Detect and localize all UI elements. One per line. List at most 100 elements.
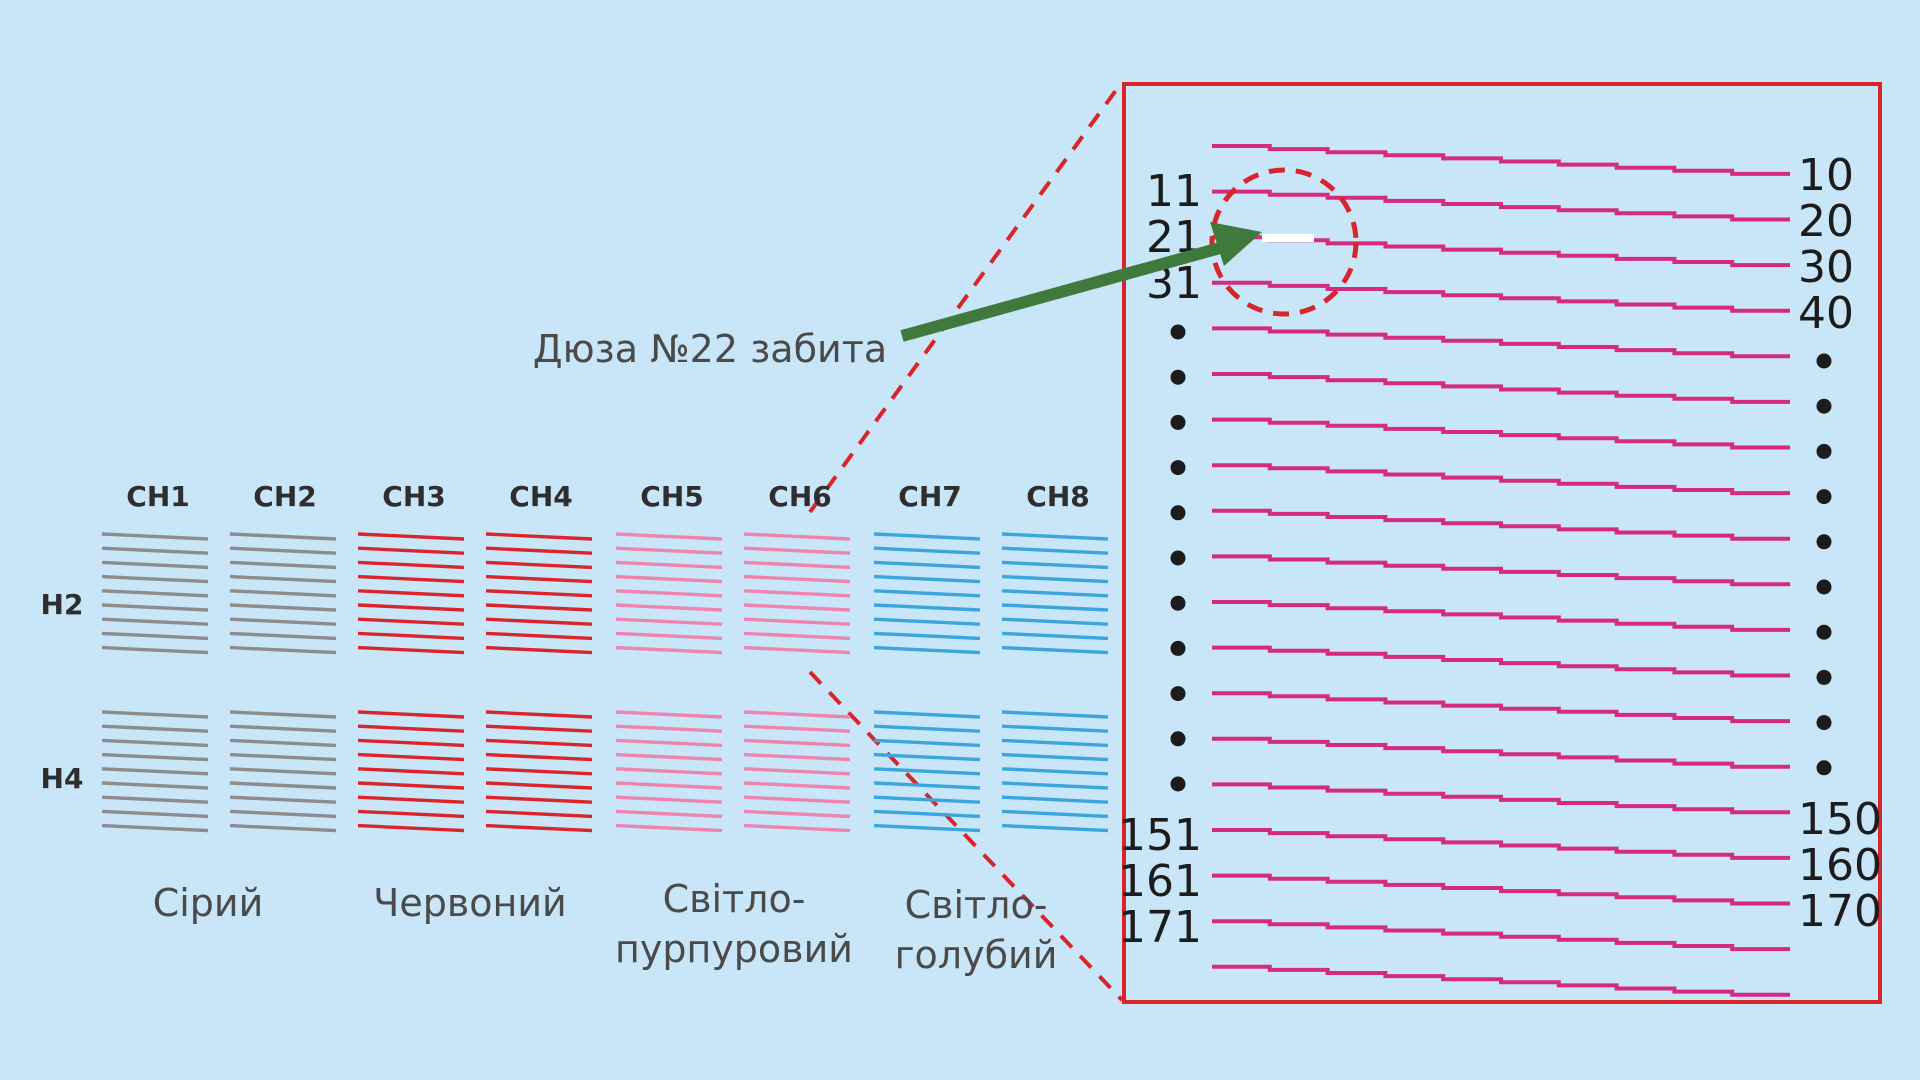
nozzle-line [357, 795, 465, 804]
nozzle-line [873, 603, 981, 612]
nozzle-line [485, 724, 593, 733]
ellipsis-dot [1816, 534, 1832, 550]
zoomed-nozzle-line [1212, 919, 1790, 952]
nozzle-line [615, 767, 723, 776]
nozzle-line [101, 724, 209, 733]
nozzle-line [229, 781, 337, 790]
ellipsis-dot [1170, 324, 1186, 340]
ellipsis-dot [1816, 715, 1832, 731]
nozzle-line [357, 710, 465, 719]
nozzle-line [1001, 809, 1109, 819]
nozzle-line [229, 645, 337, 655]
nozzle-line [229, 560, 337, 570]
color-group-labels: Сірий Червоний Світло- пурпуровий Світло… [153, 877, 1058, 977]
nozzle-line [743, 795, 851, 804]
nozzle-line [101, 738, 209, 748]
nozzle-line [615, 724, 723, 733]
nozzle-line [743, 645, 851, 655]
zoom-ellipsis-dots [1170, 324, 1832, 792]
nozzle-number-label: 160 [1798, 840, 1882, 891]
nozzle-line [873, 710, 981, 719]
nozzle-line [101, 589, 209, 598]
nozzle-line [229, 574, 337, 584]
ellipsis-dot [1816, 669, 1832, 685]
zoomed-nozzle-line [1212, 326, 1790, 359]
zoomed-nozzle-line [1212, 736, 1790, 769]
nozzle-line [229, 631, 337, 641]
nozzle-line [357, 645, 465, 655]
nozzle-line [615, 710, 723, 719]
nozzle-line [1001, 710, 1109, 719]
nozzle-number-label: 20 [1798, 196, 1854, 247]
nozzle-line [485, 809, 593, 819]
nozzle-line [101, 645, 209, 655]
channel-label: CH4 [509, 480, 572, 513]
nozzle-line [1001, 631, 1109, 641]
nozzle-line [615, 809, 723, 819]
nozzle-line [101, 752, 209, 762]
nozzle-line [229, 795, 337, 804]
zoomed-nozzle-line [1212, 372, 1790, 404]
nozzle-line [873, 617, 981, 626]
zoomed-nozzle-line [1212, 280, 1790, 313]
nozzle-line [743, 823, 851, 833]
nozzle-line [485, 574, 593, 584]
zoomed-nozzle-line [1212, 782, 1790, 815]
ellipsis-dot [1170, 731, 1186, 747]
color-group-label: Червоний [373, 881, 566, 925]
nozzle-line [615, 617, 723, 626]
nozzle-line [229, 589, 337, 598]
nozzle-line [873, 781, 981, 790]
nozzle-line [743, 574, 851, 584]
nozzle-line [101, 767, 209, 776]
nozzle-line [1001, 546, 1109, 555]
nozzle-line [873, 546, 981, 555]
nozzle-line [1001, 603, 1109, 612]
nozzle-line [743, 809, 851, 819]
ellipsis-dot [1170, 369, 1186, 385]
nozzle-line [615, 795, 723, 804]
nozzle-line [873, 645, 981, 655]
nozzle-line [873, 724, 981, 733]
color-group-label: Світло- [663, 877, 806, 921]
nozzle-line [485, 603, 593, 612]
ellipsis-dot [1170, 414, 1186, 430]
nozzle-line [357, 724, 465, 733]
projection-line-top [808, 80, 1124, 514]
nozzle-line [1001, 823, 1109, 833]
nozzle-number-label: 151 [1118, 810, 1202, 861]
color-group-label: Сірий [153, 881, 264, 925]
nozzle-line [485, 781, 593, 790]
zoomed-nozzle-line [1212, 463, 1790, 496]
channel-label: CH6 [768, 480, 831, 513]
zoomed-nozzle-line [1212, 235, 1790, 268]
color-group-label: Світло- [905, 883, 1048, 927]
zoomed-nozzle-lines [1212, 144, 1790, 997]
nozzle-line [743, 752, 851, 762]
nozzle-number-label: 30 [1798, 242, 1854, 293]
nozzle-line [357, 631, 465, 641]
nozzle-line [229, 617, 337, 626]
nozzle-line [615, 574, 723, 584]
nozzle-line [1001, 781, 1109, 790]
projection-line-bottom [808, 670, 1124, 1002]
ellipsis-dot [1170, 686, 1186, 702]
nozzle-line [873, 574, 981, 584]
nozzle-line [229, 823, 337, 833]
nozzle-line [485, 589, 593, 598]
nozzle-line [485, 823, 593, 833]
nozzle-line [229, 809, 337, 819]
channel-label: CH3 [382, 480, 445, 513]
nozzle-line [1001, 752, 1109, 762]
nozzle-line [873, 631, 981, 641]
arrow-shaft [900, 242, 1222, 342]
channel-label: CH2 [253, 480, 316, 513]
zoomed-nozzle-line [1212, 828, 1790, 860]
nozzle-line [485, 752, 593, 762]
nozzle-line [101, 823, 209, 833]
ellipsis-dot [1170, 460, 1186, 476]
nozzle-line [485, 795, 593, 804]
nozzle-line [101, 781, 209, 790]
nozzle-line [615, 560, 723, 570]
